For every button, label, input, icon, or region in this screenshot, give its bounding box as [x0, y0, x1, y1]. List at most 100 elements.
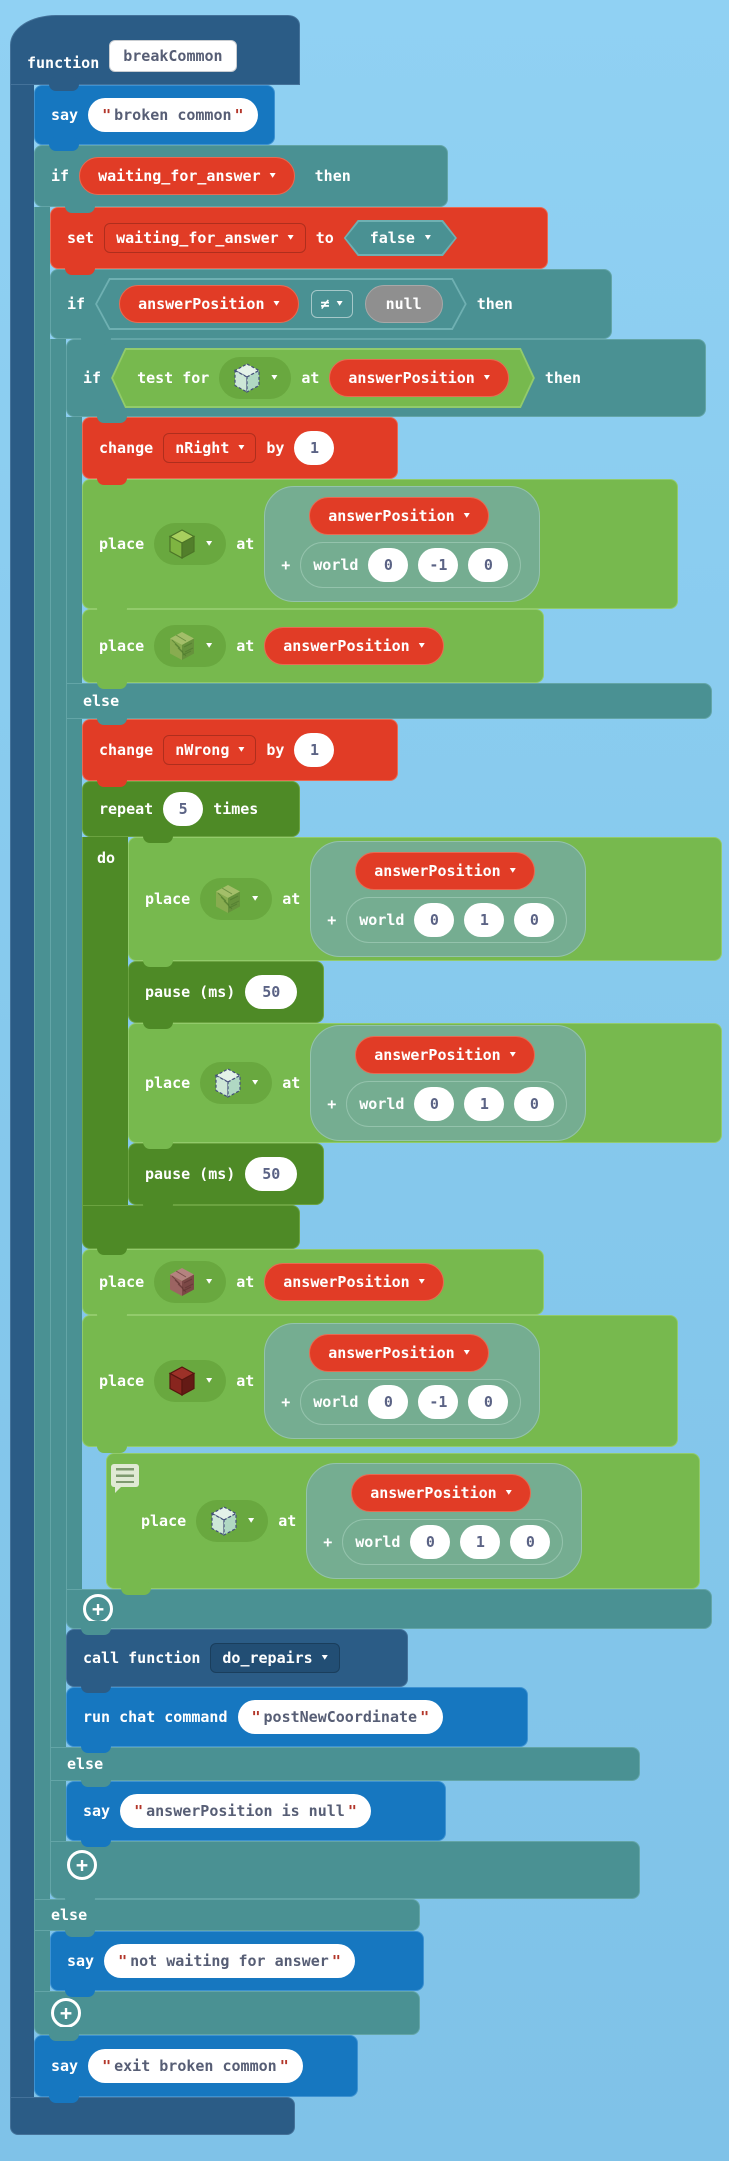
y-field[interactable]: -1 [418, 1385, 459, 1419]
z-field[interactable]: 0 [510, 1525, 551, 1559]
number-field[interactable]: 1 [294, 733, 335, 767]
chevron-down-icon: ▼ [336, 299, 343, 308]
say-block-not-waiting[interactable]: say " not waiting for answer " [50, 1931, 424, 1997]
world-position[interactable]: world 0 1 0 [346, 1081, 568, 1127]
pause-ms-field[interactable]: 50 [245, 975, 298, 1009]
y-field[interactable]: 1 [460, 1525, 501, 1559]
variable-answerposition[interactable]: answerPosition ▼ [355, 852, 535, 890]
place-red-block[interactable]: place ▼ at [82, 1315, 678, 1453]
comment-icon[interactable] [111, 1464, 139, 1493]
block-picker-dropdown[interactable]: ▼ [196, 1500, 269, 1542]
pause-block[interactable]: pause (ms) 50 [128, 1143, 324, 1211]
say-label: say [51, 106, 79, 124]
position-add-expression[interactable]: answerPosition ▼ + [310, 1025, 587, 1141]
variable-waiting-for-answer[interactable]: waiting_for_answer ▼ [79, 157, 295, 195]
variable-answerposition[interactable]: answerPosition ▼ [355, 1036, 535, 1074]
variable-answerposition[interactable]: answerPosition ▼ [309, 497, 489, 535]
x-field[interactable]: 0 [410, 1525, 451, 1559]
function-dropdown[interactable]: do_repairs ▼ [210, 1643, 340, 1673]
variable-answerposition[interactable]: answerPosition ▼ [264, 1263, 444, 1301]
comparison-expression[interactable]: answerPosition ▼ ≠ ▼ [95, 278, 467, 330]
y-field[interactable]: -1 [418, 548, 459, 582]
null-literal[interactable]: null [365, 285, 443, 323]
pause-block[interactable]: pause (ms) 50 [128, 961, 324, 1029]
block-picker-dropdown[interactable]: ▼ [200, 1062, 273, 1104]
block-picker-dropdown[interactable]: ▼ [154, 523, 227, 565]
if3-else-spine [66, 719, 82, 1589]
y-field[interactable]: 1 [464, 1087, 505, 1121]
repeat-header[interactable]: repeat 5 times [82, 781, 300, 843]
pause-ms-field[interactable]: 50 [245, 1157, 298, 1191]
z-field[interactable]: 0 [468, 1385, 509, 1419]
operator-dropdown[interactable]: ≠ ▼ [311, 290, 353, 318]
if3-spine [66, 417, 82, 683]
if-test-for-header[interactable]: if test for ▼ [66, 339, 706, 423]
mossy-block-icon [168, 631, 196, 661]
variable-dropdown-nwrong[interactable]: nWrong ▼ [163, 735, 257, 765]
position-add-expression[interactable]: answerPosition ▼ + [264, 1323, 541, 1439]
block-picker-dropdown[interactable]: ▼ [219, 357, 291, 399]
block-picker-dropdown[interactable]: ▼ [154, 1360, 227, 1402]
if1-else-bar: else [34, 1899, 420, 1937]
place-glass-up-block[interactable]: place ▼ at [128, 1023, 722, 1149]
place-green-block[interactable]: place ▼ at [82, 479, 678, 615]
test-for-block-expression[interactable]: test for ▼ at [111, 348, 535, 408]
if-not-null-header[interactable]: if answerPosition ▼ [50, 269, 612, 345]
variable-answerposition[interactable]: answerPosition ▼ [329, 359, 508, 397]
if-waiting-header[interactable]: if waiting_for_answer ▼ then [34, 145, 448, 213]
chevron-down-icon: ▼ [418, 641, 425, 650]
place-brown-block[interactable]: place ▼ at [82, 1249, 544, 1321]
variable-answerposition[interactable]: answerPosition ▼ [309, 1334, 489, 1372]
say-block-null[interactable]: say " answerPosition is null " [66, 1781, 446, 1847]
set-variable-dropdown[interactable]: waiting_for_answer ▼ [104, 223, 306, 253]
z-field[interactable]: 0 [514, 903, 555, 937]
x-field[interactable]: 0 [368, 548, 409, 582]
variable-answerposition[interactable]: answerPosition ▼ [119, 285, 298, 323]
position-add-expression[interactable]: answerPosition ▼ + [310, 841, 587, 957]
change-nwrong-block[interactable]: change nWrong ▼ by 1 [82, 719, 398, 787]
add-else-branch-button[interactable]: + [51, 1998, 81, 2028]
block-picker-dropdown[interactable]: ▼ [154, 625, 227, 667]
world-position[interactable]: world 0 -1 0 [300, 1379, 522, 1425]
y-field[interactable]: 1 [464, 903, 505, 937]
say-text-field[interactable]: " exit broken common " [88, 2049, 303, 2083]
place-glass-comment-block[interactable]: place ▼ at [106, 1453, 700, 1595]
x-field[interactable]: 0 [414, 1087, 455, 1121]
add-else-branch-button[interactable]: + [67, 1850, 97, 1880]
repeat-count-field[interactable]: 5 [163, 792, 204, 826]
variable-answerposition[interactable]: answerPosition ▼ [351, 1474, 531, 1512]
function-name-field[interactable]: breakCommon [109, 40, 237, 72]
position-add-expression[interactable]: answerPosition ▼ + [306, 1463, 583, 1579]
x-field[interactable]: 0 [414, 903, 455, 937]
change-nright-block[interactable]: change nRight ▼ by 1 [82, 417, 398, 485]
add-else-branch-button[interactable]: + [83, 1594, 113, 1624]
chat-command-field[interactable]: " postNewCoordinate " [237, 1700, 444, 1734]
false-dropdown[interactable]: false ▼ [344, 220, 457, 256]
say-block-broken-common[interactable]: say " broken common " [34, 85, 275, 151]
variable-answerposition[interactable]: answerPosition ▼ [264, 627, 444, 665]
world-position[interactable]: world 0 -1 0 [300, 542, 522, 588]
place-mossy-block[interactable]: place ▼ at [82, 609, 544, 689]
close-quote: " [347, 1802, 357, 1820]
say-text-field[interactable]: " answerPosition is null " [120, 1794, 371, 1828]
place-mossy-up-block[interactable]: place ▼ at [128, 837, 722, 967]
z-field[interactable]: 0 [514, 1087, 555, 1121]
number-field[interactable]: 1 [294, 431, 335, 465]
function-definition-block[interactable]: function breakCommon [10, 15, 300, 91]
block-picker-dropdown[interactable]: ▼ [154, 1261, 227, 1303]
say-text-field[interactable]: " broken common " [88, 98, 258, 132]
say-text-field[interactable]: " not waiting for answer " [104, 1944, 355, 1978]
block-picker-dropdown[interactable]: ▼ [200, 878, 273, 920]
mossy-block-icon [214, 884, 242, 914]
world-position[interactable]: world 0 1 0 [342, 1519, 564, 1565]
world-position[interactable]: world 0 1 0 [346, 897, 568, 943]
x-field[interactable]: 0 [368, 1385, 409, 1419]
position-add-expression[interactable]: answerPosition ▼ + [264, 486, 541, 602]
z-field[interactable]: 0 [468, 548, 509, 582]
then-label: then [544, 369, 581, 387]
set-variable-block[interactable]: set waiting_for_answer ▼ to false ▼ [50, 207, 548, 275]
say-block-exit[interactable]: say " exit broken common " [34, 2035, 358, 2103]
variable-dropdown-nright[interactable]: nRight ▼ [163, 433, 257, 463]
call-function-block[interactable]: call function do_repairs ▼ [66, 1629, 408, 1693]
run-chat-command-block[interactable]: run chat command " postNewCoordinate " [66, 1687, 528, 1753]
